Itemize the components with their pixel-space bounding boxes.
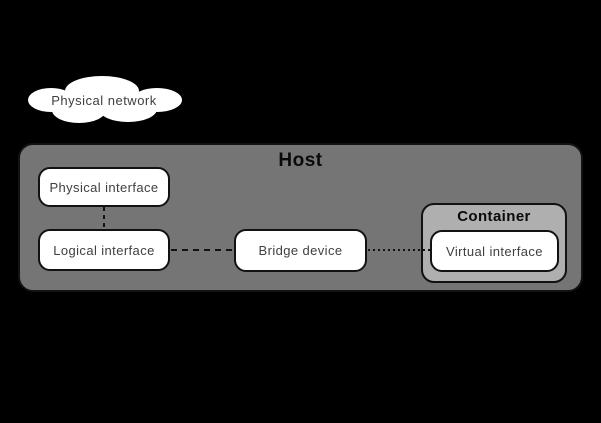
physical-network-cloud: Physical network xyxy=(24,74,184,126)
physical-network-label: Physical network xyxy=(51,92,157,108)
virtual-interface-label: Virtual interface xyxy=(446,243,543,259)
connector-physical-to-logical-dashed xyxy=(103,207,105,229)
bridge-device-label: Bridge device xyxy=(258,243,343,258)
connector-logical-to-bridge-dashed xyxy=(171,249,234,251)
bridge-device-node: Bridge device xyxy=(234,229,367,272)
container-title: Container xyxy=(457,208,531,225)
virtual-interface-node: Virtual interface xyxy=(430,230,559,272)
logical-interface-label: Logical interface xyxy=(53,242,155,258)
connector-bridge-to-virtual-dotted xyxy=(368,249,431,251)
physical-interface-node: Physical interface xyxy=(38,167,170,207)
logical-interface-node: Logical interface xyxy=(38,229,170,271)
cloud-icon xyxy=(28,76,182,123)
physical-interface-label: Physical interface xyxy=(49,179,159,195)
host-title: Host xyxy=(278,150,323,171)
